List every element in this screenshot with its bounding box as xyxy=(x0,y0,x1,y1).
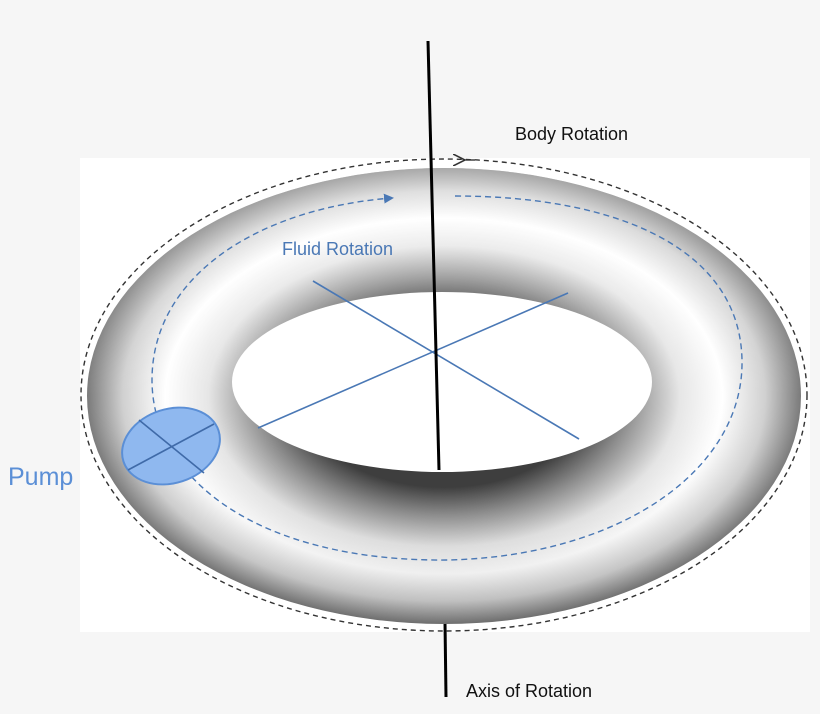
cross-line-b xyxy=(257,292,569,429)
axis-of-rotation-label: Axis of Rotation xyxy=(466,681,592,701)
body-rotation-label: Body Rotation xyxy=(515,124,628,144)
cross-line-a xyxy=(312,280,580,440)
pump-icon xyxy=(121,406,221,486)
axis-upper-line xyxy=(426,40,441,471)
axis-lower-line xyxy=(443,621,448,698)
pump-label: Pump xyxy=(8,463,73,491)
torus-sheen xyxy=(87,168,801,624)
body-rotation-path xyxy=(80,158,808,632)
fluid-rotation-label: Fluid Rotation xyxy=(282,239,393,259)
